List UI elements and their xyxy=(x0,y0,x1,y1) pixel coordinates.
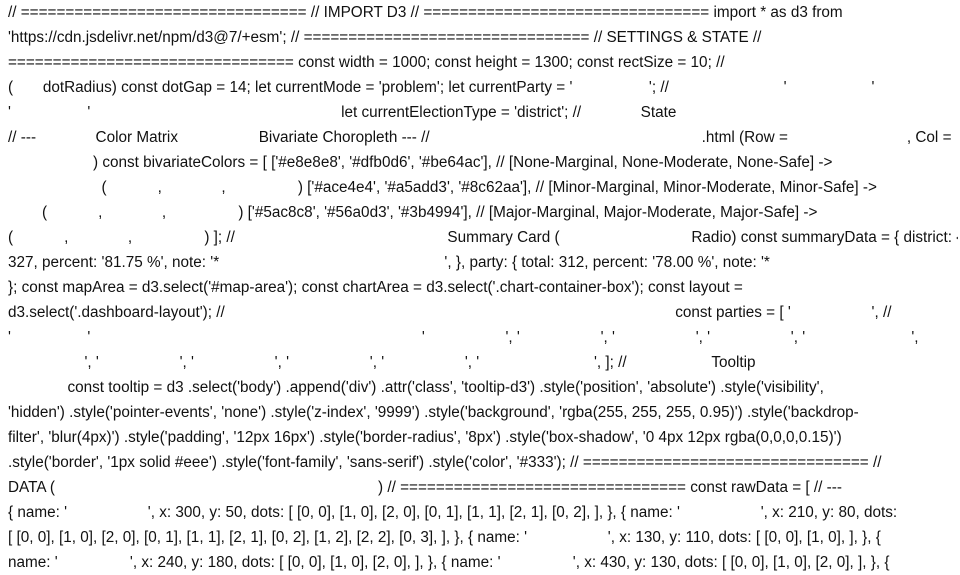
code-line: 327, percent: '81.75 %', note: '* ', }, … xyxy=(8,254,958,271)
code-line: const tooltip = d3 .select('body') .appe… xyxy=(8,379,824,396)
code-line: // --- Color Matrix Bivariate Choropleth… xyxy=(8,129,952,146)
code-line: ( , , ) ]; // Summary Card ( Radio) cons… xyxy=(8,229,958,246)
code-line: name: ' ', x: 240, y: 180, dots: [ [0, 0… xyxy=(8,554,890,571)
code-text-block: // ================================ // I… xyxy=(8,0,958,575)
code-line: .style('border', '1px solid #eee') .styl… xyxy=(8,454,882,471)
code-line: 'https://cdn.jsdelivr.net/npm/d3@7/+esm'… xyxy=(8,29,762,46)
code-line: ', ' ', ' ', ' ', ' ', ' ', ]; // Toolti… xyxy=(8,354,756,371)
code-line: d3.select('.dashboard-layout'); // const… xyxy=(8,304,892,321)
code-line: ' ' ' ', ' ', ' ', ' ', ' xyxy=(8,329,919,346)
code-line: ( dotRadius) const dotGap = 14; let curr… xyxy=(8,79,875,96)
code-line: ( , , ) ['#ace4e4', '#a5add3', '#8c62aa'… xyxy=(8,179,877,196)
code-line: ( , , ) ['#5ac8c8', '#56a0d3', '#3b4994'… xyxy=(8,204,818,221)
code-line: ' ' let currentElectionType = 'district'… xyxy=(8,104,677,121)
code-line: // ================================ // I… xyxy=(8,4,843,21)
code-line: { name: ' ', x: 300, y: 50, dots: [ [0, … xyxy=(8,504,898,521)
code-line: }; const mapArea = d3.select('#map-area'… xyxy=(8,279,743,296)
code-line: ) const bivariateColors = [ ['#e8e8e8', … xyxy=(8,154,833,171)
code-line: DATA ( ) // ============================… xyxy=(8,479,958,496)
code-line: filter', 'blur(4px)') .style('padding', … xyxy=(8,429,842,446)
code-line: 'hidden') .style('pointer-events', 'none… xyxy=(8,404,859,421)
code-line: ================================ const w… xyxy=(8,54,725,71)
code-line: [ [0, 0], [1, 0], [2, 0], [0, 1], [1, 1]… xyxy=(8,529,881,546)
